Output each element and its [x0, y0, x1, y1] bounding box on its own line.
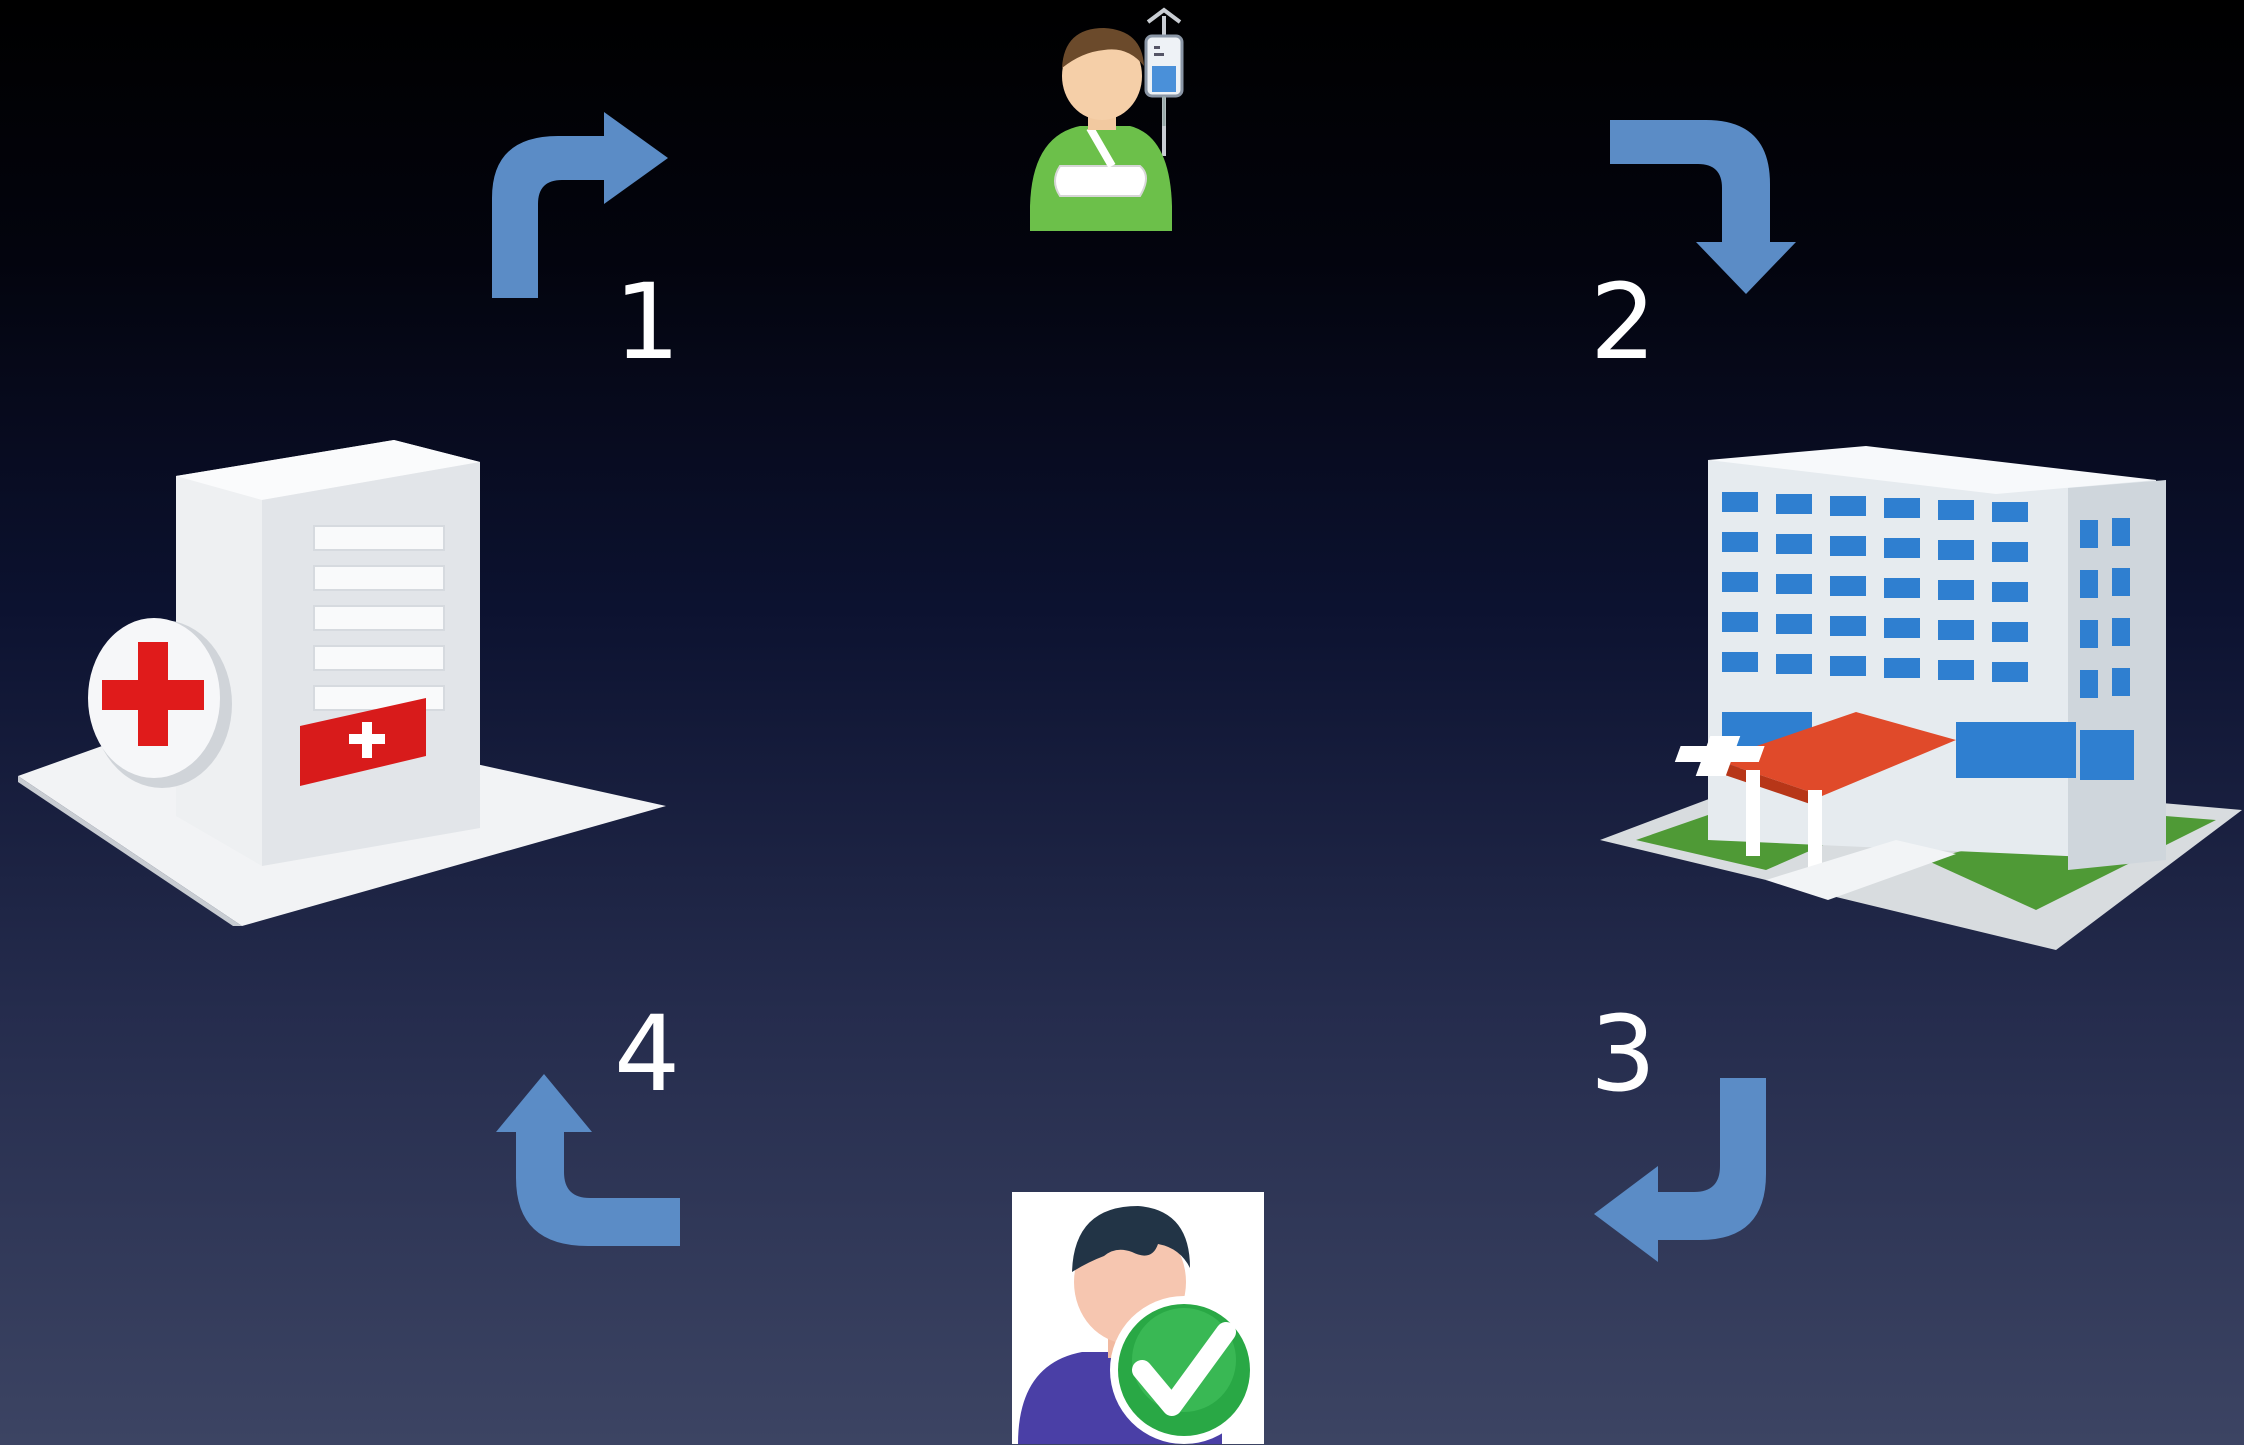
step-2-label: 2 — [1590, 261, 1657, 383]
step-3-label: 3 — [1590, 993, 1657, 1115]
arrow-step-2-icon — [1610, 120, 1796, 294]
arrow-step-4-icon — [496, 1074, 680, 1246]
step-4-label: 4 — [614, 993, 681, 1115]
arrow-step-1-icon — [492, 112, 668, 298]
recovered-person-checkmark-icon — [1012, 1192, 1264, 1444]
arrow-step-3-icon — [1594, 1078, 1766, 1262]
step-1-label: 1 — [614, 261, 681, 383]
patient-with-iv-icon — [1030, 7, 1184, 231]
small-hospital-clinic-icon — [18, 440, 666, 926]
large-hospital-building-icon — [1600, 446, 2242, 950]
